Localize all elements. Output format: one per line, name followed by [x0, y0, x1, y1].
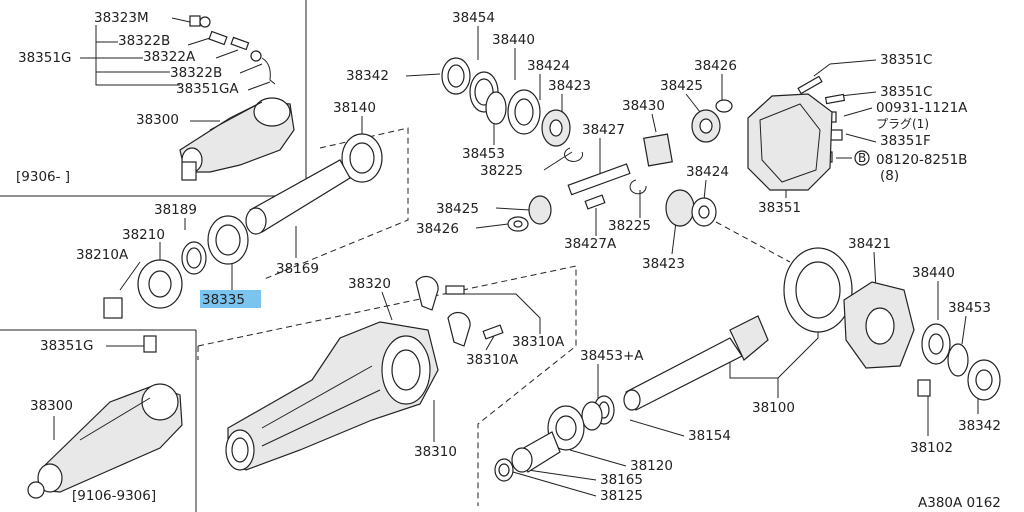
- label-38102: 38102: [910, 440, 953, 456]
- label-38427A: 38427A: [564, 236, 617, 252]
- label-38140: 38140: [333, 100, 376, 116]
- label-38453-a: 38453: [462, 146, 505, 162]
- label-38424-b: 38424: [686, 164, 729, 180]
- b-mark-circle: [854, 150, 870, 166]
- diff-internals-top: 38454 38440 38342 38424 38423 38453 3822…: [346, 10, 631, 252]
- label-38320: 38320: [348, 276, 391, 292]
- inset-top-left: 38323M 38322B 38351G 38322A 38322B 38351…: [0, 0, 307, 197]
- label-38351G-bot: 38351G: [40, 338, 93, 354]
- label-38225-b: 38225: [608, 218, 651, 234]
- label-38310: 38310: [414, 444, 457, 460]
- diff-carrier-bottom: [27, 335, 183, 499]
- label-38427: 38427: [582, 122, 625, 138]
- breather-parts-top: [189, 15, 276, 85]
- drive-pinion-group: 38453+A 38154 38120 38165 38125: [494, 315, 769, 504]
- diff-carrier-top: [179, 97, 295, 181]
- label-38310A-1: 38310A: [512, 334, 565, 350]
- label-38453A: 38453+A: [580, 348, 644, 364]
- range-top: [9306- ]: [16, 169, 70, 185]
- label-plug: プラグ(1): [876, 117, 929, 131]
- label-38323M: 38323M: [94, 10, 149, 26]
- label-38426-top: 38426: [694, 58, 737, 74]
- label-38440-top: 38440: [492, 32, 535, 48]
- label-38322A: 38322A: [143, 49, 196, 65]
- label-38310A-2: 38310A: [466, 352, 519, 368]
- label-38165: 38165: [600, 472, 643, 488]
- ring-gear-group: 38421 38440 38453 38342 38102 38100: [729, 236, 1001, 456]
- label-38210: 38210: [122, 227, 165, 243]
- b-mark: B: [858, 151, 866, 165]
- diff-internals-right: 38426 38425 38430 38225 38424 38423: [608, 58, 737, 272]
- label-38425-b: 38425: [660, 78, 703, 94]
- label-38169: 38169: [276, 261, 319, 277]
- label-38424-a: 38424: [527, 58, 570, 74]
- label-38430: 38430: [622, 98, 665, 114]
- label-qty-8: (8): [880, 168, 899, 184]
- label-38210A: 38210A: [76, 247, 129, 263]
- label-38351F: 38351F: [880, 133, 931, 149]
- range-bot: [9106-9306]: [72, 488, 156, 504]
- label-38423-b: 38423: [642, 256, 685, 272]
- inset-bottom-left: 38351G 38300 [9106-9306]: [0, 329, 197, 512]
- label-38125: 38125: [600, 488, 643, 504]
- label-38425-a: 38425: [436, 201, 479, 217]
- label-38351G-top: 38351G: [18, 50, 71, 66]
- label-38342-r: 38342: [958, 418, 1001, 434]
- label-38322B-2: 38322B: [170, 65, 222, 81]
- label-38154: 38154: [688, 428, 731, 444]
- label-00931-1121A: 00931-1121A: [876, 100, 968, 116]
- label-38453-r: 38453: [948, 300, 991, 316]
- label-38300-top: 38300: [136, 112, 179, 128]
- label-08120-8251B: 08120-8251B: [876, 152, 967, 168]
- label-38440-r: 38440: [912, 265, 955, 281]
- label-38351C-1: 38351C: [880, 52, 932, 68]
- label-38120: 38120: [630, 458, 673, 474]
- label-38300-bot: 38300: [30, 398, 73, 414]
- diff-cover-group: 38351C 38351C 00931-1121A プラグ(1) 38351F …: [747, 52, 968, 216]
- pinion-group-left: 38140 38189 38210 38210A 38335 38169: [76, 100, 409, 319]
- label-38421: 38421: [848, 236, 891, 252]
- label-38423-a: 38423: [548, 78, 591, 94]
- label-38351GA: 38351GA: [176, 81, 239, 97]
- label-38454: 38454: [452, 10, 495, 26]
- label-38351: 38351: [758, 200, 801, 216]
- carrier-housing-group: 38320 38310A 38310A 38310: [197, 265, 577, 506]
- label-38225-a: 38225: [480, 163, 523, 179]
- highlight-38335: [200, 290, 261, 308]
- label-38100: 38100: [752, 400, 795, 416]
- label-38189: 38189: [154, 202, 197, 218]
- figure-code: A380A 0162: [918, 495, 1001, 511]
- label-38342-top: 38342: [346, 68, 389, 84]
- label-38335: 38335: [202, 292, 245, 308]
- label-38351C-2: 38351C: [880, 84, 932, 100]
- label-38426-a: 38426: [416, 221, 459, 237]
- label-38322B: 38322B: [118, 33, 170, 49]
